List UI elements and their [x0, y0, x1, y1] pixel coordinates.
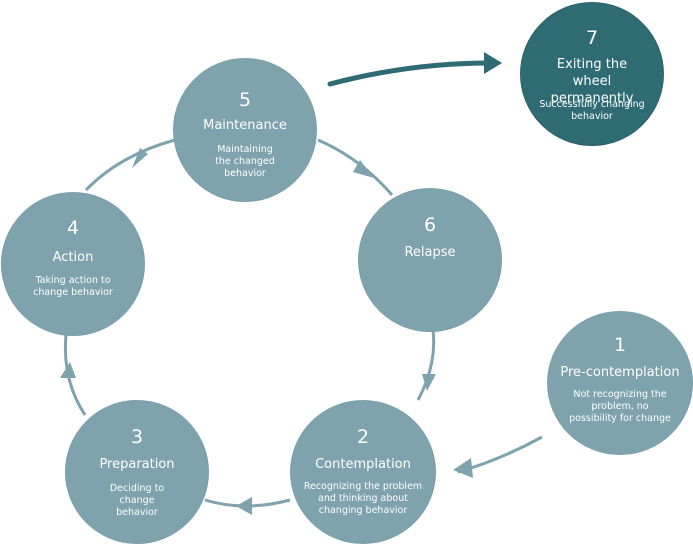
- stage-title: Action: [52, 250, 94, 265]
- stage-description: Recognizing the problem and thinking abo…: [303, 481, 423, 516]
- stage-5-maintenance-circle: 5 Maintenance Maintaining the changed be…: [173, 58, 317, 202]
- arrow-5-to-6: [317, 138, 394, 196]
- stage-number: 5: [238, 89, 252, 111]
- stage-4-action-circle: 4 Action Taking action to change behavio…: [1, 192, 145, 336]
- arrow-5-to-7: [327, 60, 493, 87]
- stage-description: Successfully changing behavior: [539, 99, 645, 122]
- stage-title: Preparation: [99, 457, 175, 472]
- arrowhead-5-to-7: [484, 52, 502, 74]
- stage-title: Contemplation: [315, 457, 411, 472]
- stage-description: Not recognizing the problem, no possibil…: [569, 389, 671, 424]
- stage-6-relapse-circle: 6 Relapse: [358, 188, 502, 332]
- stage-number: 3: [130, 426, 144, 448]
- arrow-4-to-5: [84, 138, 176, 192]
- arrowhead-4-to-5: [132, 148, 148, 168]
- stage-title: Relapse: [404, 245, 456, 260]
- stage-title: Exiting the wheel permanently: [550, 57, 634, 106]
- arrowhead-5-to-6: [353, 160, 374, 178]
- stage-1-precontemplation-circle: 1 Pre-contemplation Not recognizing the …: [547, 311, 693, 455]
- arrowhead-2-to-3: [236, 497, 252, 515]
- stage-description: Deciding to change behavior: [109, 483, 165, 518]
- arrowhead-6-to-2: [422, 374, 436, 391]
- arrow-6-to-2: [416, 329, 436, 401]
- stage-description: Maintaining the changed behavior: [215, 144, 275, 179]
- stage-number: 6: [423, 214, 437, 236]
- stage-description: Taking action to change behavior: [33, 275, 113, 298]
- stage-title: Maintenance: [203, 118, 287, 133]
- stage-2-contemplation-circle: 2 Contemplation Recognizing the problem …: [290, 400, 436, 544]
- stage-number: 4: [66, 217, 80, 239]
- stage-number: 1: [613, 334, 627, 356]
- stage-number: 2: [356, 426, 370, 448]
- stage-3-preparation-circle: 3 Preparation Deciding to change behavio…: [65, 400, 209, 544]
- stage-title: Pre-contemplation: [560, 365, 680, 380]
- stage-7-exit-circle: 7 Exiting the wheel permanently Successf…: [520, 2, 664, 146]
- arrowhead-1-to-2: [453, 458, 473, 478]
- stage-number: 7: [585, 27, 599, 49]
- arrowhead-3-to-4: [60, 362, 76, 378]
